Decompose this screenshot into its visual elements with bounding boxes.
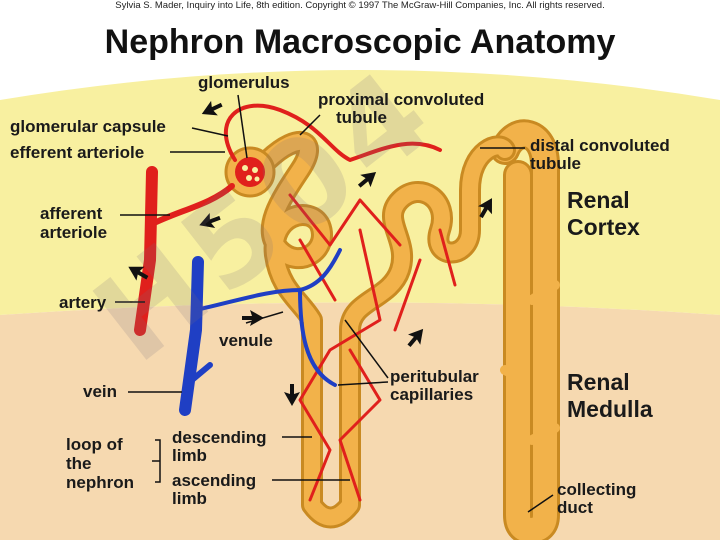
arrow-icon [128, 266, 149, 281]
label-collecting-line2: duct [557, 498, 593, 517]
arrow-icon [242, 310, 264, 326]
label-glomerular-capsule: glomerular capsule [10, 117, 166, 136]
venous-vessels [179, 248, 342, 416]
label-afferent-line2: arteriole [40, 223, 108, 242]
arrow-icon [407, 328, 424, 348]
label-loop-line1: loop of [66, 435, 123, 454]
peritubular-capillary [288, 193, 457, 502]
label-renal-medulla-line2: Medulla [567, 396, 653, 422]
label-renal-cortex-line1: Renal [567, 187, 630, 213]
label-dct-line2: tubule [530, 154, 581, 173]
nephron-tubule [257, 131, 516, 529]
label-afferent-line1: afferent [40, 204, 103, 223]
arrow-icon [478, 198, 492, 219]
label-ascending-line1: ascending [172, 471, 257, 490]
arrow-icon [199, 212, 221, 229]
label-venule: venule [219, 331, 273, 350]
label-renal-cortex-line2: Cortex [567, 214, 640, 240]
label-peritubular-line2: capillaries [390, 385, 474, 404]
flow-arrows [128, 100, 492, 406]
label-descending-line2: limb [172, 446, 207, 465]
label-vein: vein [83, 382, 118, 401]
collecting-duct [490, 119, 560, 540]
label-loop-line3: nephron [66, 473, 134, 492]
leader-lines [115, 94, 554, 513]
afferent-arteriole [147, 183, 235, 228]
artery [134, 166, 158, 336]
label-loop-line2: the [66, 454, 92, 473]
arrow-icon [201, 100, 223, 116]
arrow-icon [357, 171, 377, 188]
arterial-vessels [134, 103, 457, 502]
copyright-credit: Sylvia S. Mader, Inquiry into Life, 8th … [115, 0, 605, 11]
diagram-title: Nephron Macroscopic Anatomy [104, 23, 616, 61]
glomerular-capsule [224, 146, 276, 198]
efferent-arteriole [223, 103, 442, 162]
label-dct-line1: distal convoluted [530, 136, 670, 155]
label-collecting-line1: collecting [557, 480, 637, 499]
arrow-icon [284, 384, 300, 406]
venule [194, 248, 342, 387]
label-glomerulus: glomerulus [198, 73, 290, 92]
label-pct-line1: proximal convoluted [318, 90, 485, 109]
label-efferent-arteriole: efferent arteriole [10, 143, 145, 162]
label-renal-medulla-line1: Renal [567, 369, 630, 395]
label-peritubular-line1: peritubular [390, 367, 479, 386]
label-pct-line2: tubule [336, 108, 387, 127]
label-ascending-line2: limb [172, 489, 207, 508]
label-artery: artery [59, 293, 107, 312]
label-descending-line1: descending [172, 428, 267, 447]
